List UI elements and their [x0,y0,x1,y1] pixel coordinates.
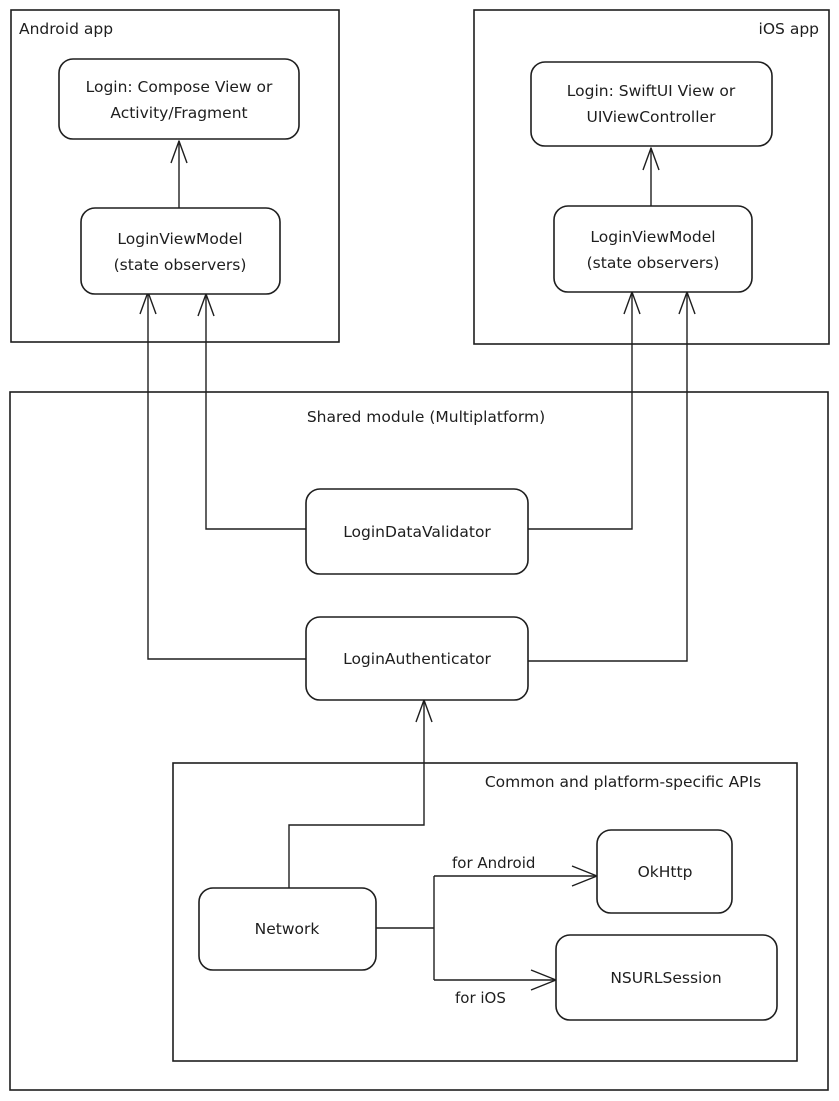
ios-vm-line1: LoginViewModel [590,228,715,246]
shared-module-container [9,391,829,1091]
android-login-line2: Activity/Fragment [110,104,247,122]
node-ios-viewmodel: LoginViewModel (state observers) [553,205,753,293]
ios-app-container [473,9,830,345]
nsurlsession-label: NSURLSession [610,969,721,987]
android-vm-line2: (state observers) [114,256,247,274]
apis-container [172,762,798,1062]
node-okhttp: OkHttp [596,829,733,914]
arrowhead-ios-login [642,147,660,171]
ios-vm-line2: (state observers) [587,254,720,272]
network-label: Network [255,920,320,938]
android-app-container [10,9,340,343]
arrowhead-android-login [170,140,188,164]
node-login-authenticator: LoginAuthenticator [305,616,529,701]
edge-label-for-android: for Android [452,854,535,872]
apis-label: Common and platform-specific APIs [485,773,761,791]
node-ios-login: Login: SwiftUI View or UIViewController [530,61,773,147]
ios-login-line2: UIViewController [587,108,717,126]
android-vm-line1: LoginViewModel [117,230,242,248]
android-app-label: Android app [19,20,113,38]
node-android-viewmodel: LoginViewModel (state observers) [80,207,281,295]
node-android-login: Login: Compose View or Activity/Fragment [58,58,300,140]
edge-label-for-ios: for iOS [455,989,506,1007]
edge-authenticator-to-ios-vm [528,292,688,662]
edge-validator-to-android-vm [205,294,306,530]
ios-login-line1: Login: SwiftUI View or [567,82,736,100]
validator-label: LoginDataValidator [343,523,491,541]
node-nsurlsession: NSURLSession [555,934,778,1021]
okhttp-label: OkHttp [638,863,693,881]
android-login-line1: Login: Compose View or [86,78,273,96]
shared-module-label: Shared module (Multiplatform) [307,408,545,426]
edge-network-to-authenticator [288,700,425,888]
authenticator-label: LoginAuthenticator [343,650,491,668]
edge-validator-to-ios-vm [528,292,633,530]
node-network: Network [198,887,377,971]
edge-authenticator-to-android-vm [147,292,306,660]
node-login-data-validator: LoginDataValidator [305,488,529,575]
ios-app-label: iOS app [759,20,819,38]
